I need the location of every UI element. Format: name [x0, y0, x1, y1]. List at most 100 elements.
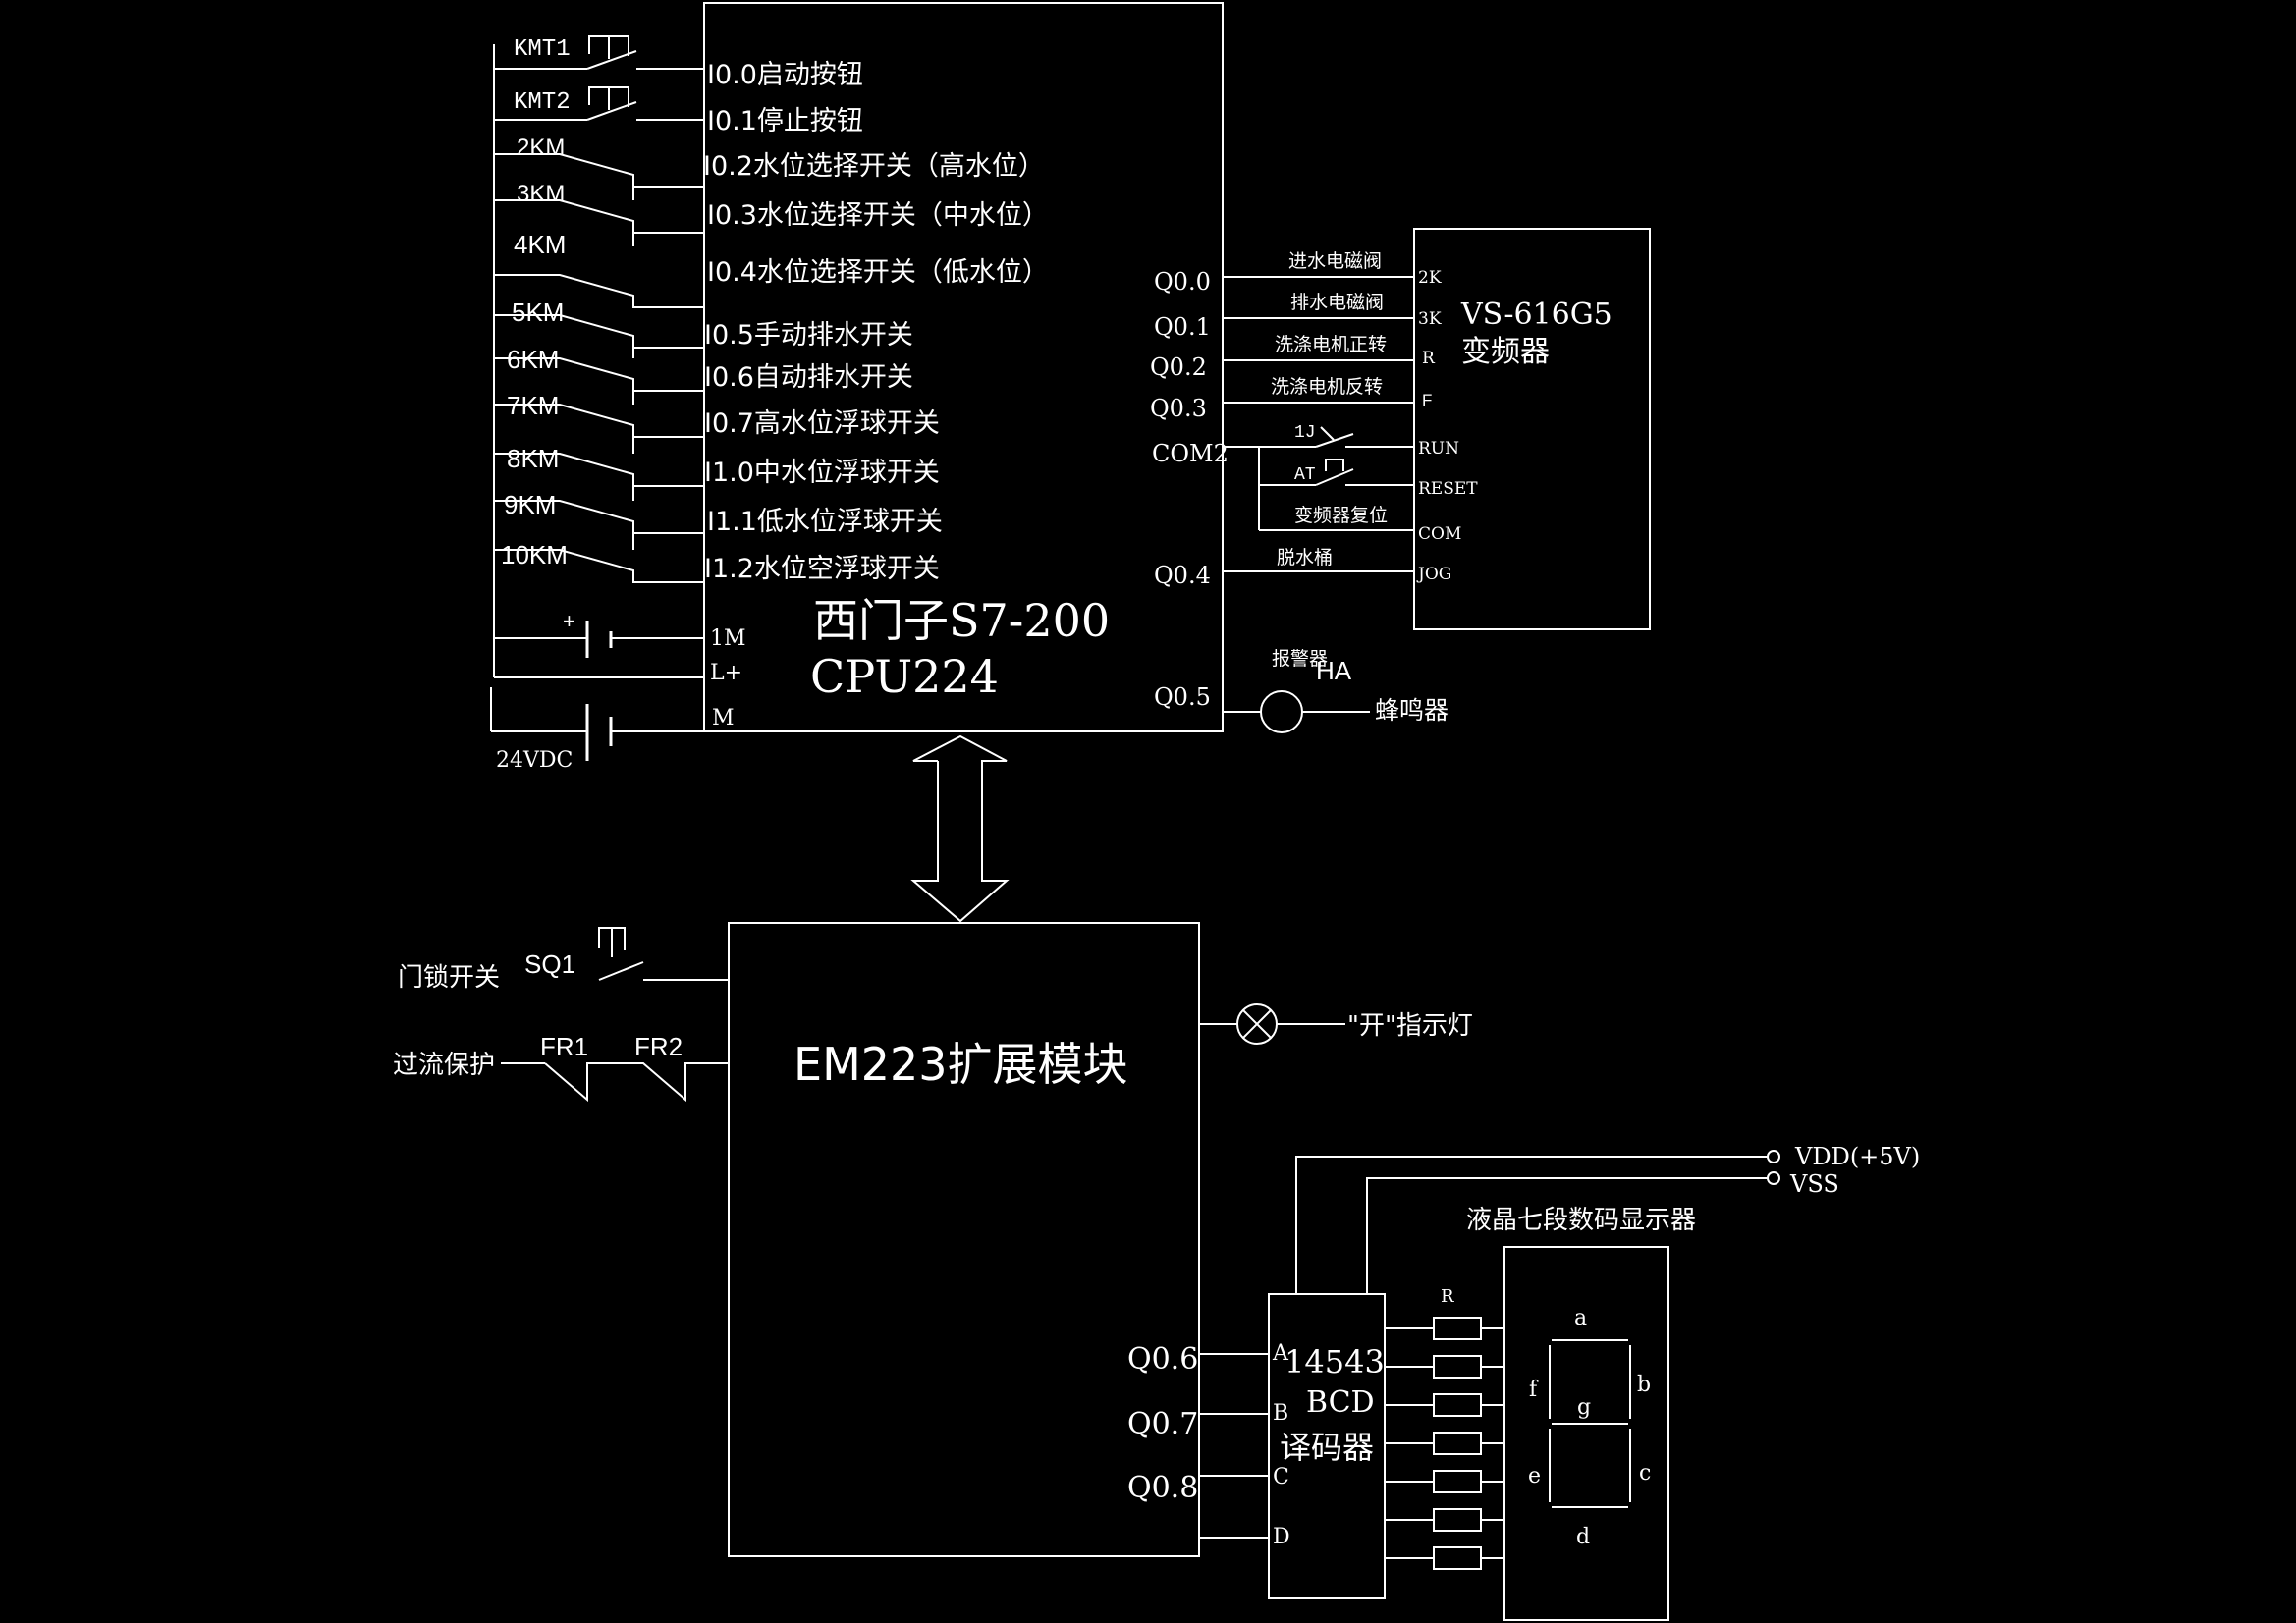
input-device-label: 3KM: [517, 181, 565, 207]
decoder-box: [1268, 1293, 1386, 1599]
comm-double-arrow: [910, 734, 1010, 923]
segment-a: a: [1574, 1306, 1587, 1330]
input-device-label: 2KM: [517, 135, 565, 161]
wire-label: 洗涤电机正转: [1275, 334, 1387, 355]
input-device-label: KMT1: [514, 36, 571, 63]
input-device-label: 10KM: [501, 540, 568, 569]
wire-label: 排水电磁阀: [1290, 292, 1384, 313]
segment-d: d: [1576, 1525, 1590, 1549]
power-rails: [1295, 1150, 1780, 1294]
alarm-label: 蜂鸣器: [1375, 696, 1449, 725]
display-box: [1503, 1246, 1669, 1621]
input-kmt2: [494, 86, 704, 121]
indicator-label: "开"指示灯: [1347, 1011, 1473, 1041]
display-title: 液晶七段数码显示器: [1466, 1206, 1696, 1235]
alarm-name: 报警器: [1272, 648, 1328, 670]
input-contacts: [494, 153, 704, 583]
segment-e: e: [1528, 1464, 1541, 1488]
input-device-label: 5KM: [512, 298, 564, 327]
output-port-q05: Q0.5: [1154, 683, 1211, 711]
input-port-label: I1.0中水位浮球开关: [704, 458, 940, 488]
door-lock-switch: [598, 927, 729, 981]
input-port-label: I0.2水位选择开关（高水位）: [703, 151, 1045, 182]
vdd-label: VDD(+5V): [1794, 1143, 1920, 1170]
input-device-label: 4KM: [514, 230, 566, 259]
input-device-label: 8KM: [507, 444, 559, 473]
output-wires: [1223, 276, 1414, 572]
decoder-input-wires: [1199, 1353, 1269, 1539]
indicator-lamp: [1199, 1003, 1345, 1045]
plc-model-label: 西门子S7-200: [813, 594, 1110, 647]
segment-b: b: [1637, 1373, 1651, 1397]
terminal-m: M: [712, 706, 735, 730]
power-supply: [490, 621, 704, 761]
decoder-line3: 译码器: [1280, 1429, 1374, 1466]
output-port-q01: Q0.1: [1154, 313, 1211, 341]
plc-box: [703, 2, 1224, 732]
inverter-box: [1413, 228, 1651, 630]
input-device-label: 7KM: [507, 391, 559, 420]
input-port-label: I0.3水位选择开关（中水位）: [707, 200, 1049, 231]
plus-sign: +: [563, 609, 575, 633]
inverter-terminal: F: [1422, 391, 1432, 409]
input-port-label: I1.2水位空浮球开关: [704, 554, 940, 584]
em223-box: [728, 922, 1200, 1557]
terminal-1m: 1M: [710, 626, 746, 651]
em-output-q06: Q0.6: [1127, 1342, 1198, 1377]
inverter-terminal: COM: [1418, 524, 1461, 544]
decoder-input-label: C: [1273, 1465, 1289, 1489]
contact-1j: 1J: [1294, 423, 1316, 443]
terminal-lplus: L+: [710, 661, 742, 685]
output-port-q00: Q0.0: [1154, 268, 1211, 296]
input-port-label: I1.1低水位浮球开关: [707, 507, 943, 537]
inverter-reset-label: 变频器复位: [1294, 505, 1388, 526]
decoder-input-label: D: [1273, 1525, 1290, 1549]
inverter-model: VS-616G5: [1460, 298, 1613, 332]
overcurrent-label: 过流保护: [393, 1051, 495, 1080]
decoder-input-label: B: [1273, 1401, 1288, 1426]
segment-f: f: [1529, 1378, 1539, 1402]
supply-label: 24VDC: [496, 748, 573, 773]
segment-g: g: [1577, 1395, 1591, 1420]
input-port-label: I0.5手动排水开关: [704, 320, 913, 351]
output-port-com2: COM2: [1152, 440, 1229, 467]
segment-c: c: [1639, 1461, 1651, 1486]
output-port-q03: Q0.3: [1150, 395, 1207, 422]
inverter-terminal: 2K: [1418, 268, 1442, 288]
resistor-network: [1385, 1317, 1504, 1570]
em-output-q08: Q0.8: [1127, 1471, 1198, 1505]
wire-label: 进水电磁阀: [1288, 250, 1382, 272]
resistor-label: R: [1441, 1286, 1454, 1307]
output-port-q02: Q0.2: [1150, 353, 1207, 381]
door-lock-label: 门锁开关: [398, 963, 500, 993]
input-port-label: I0.7高水位浮球开关: [704, 408, 940, 439]
overcurrent-contacts: [501, 1062, 729, 1103]
buzzer: [1223, 690, 1370, 733]
seven-segment-digit: [1549, 1339, 1631, 1508]
inverter-terminal: R: [1422, 349, 1436, 368]
input-port-label: I0.6自动排水开关: [704, 362, 913, 393]
inverter-name: 变频器: [1461, 335, 1550, 369]
vss-label: VSS: [1789, 1170, 1839, 1198]
input-kmt1: [494, 35, 704, 70]
em223-name: EM223扩展模块: [793, 1038, 1128, 1091]
door-lock-device: SQ1: [524, 949, 575, 979]
output-port-q04: Q0.4: [1154, 562, 1211, 589]
alarm-tag: HA: [1316, 656, 1352, 685]
wire-label: 洗涤电机反转: [1271, 376, 1383, 398]
input-device-label: KMT2: [514, 89, 571, 116]
inverter-terminal: RESET: [1418, 479, 1478, 499]
decoder-line1: 14543: [1285, 1343, 1385, 1380]
input-device-label: 6KM: [507, 345, 559, 374]
decoder-line2: BCD: [1306, 1385, 1375, 1420]
plc-cpu-label: CPU224: [810, 650, 999, 703]
em-output-q07: Q0.7: [1127, 1407, 1198, 1441]
fr1-label: FR1: [540, 1032, 588, 1061]
wire-label: 脱水桶: [1277, 547, 1333, 568]
contact-at: AT: [1294, 465, 1316, 485]
inverter-terminal: JOG: [1416, 565, 1451, 584]
fr2-label: FR2: [634, 1032, 683, 1061]
input-port-label: I0.0启动按钮: [707, 60, 863, 90]
inverter-terminal: RUN: [1418, 439, 1459, 459]
